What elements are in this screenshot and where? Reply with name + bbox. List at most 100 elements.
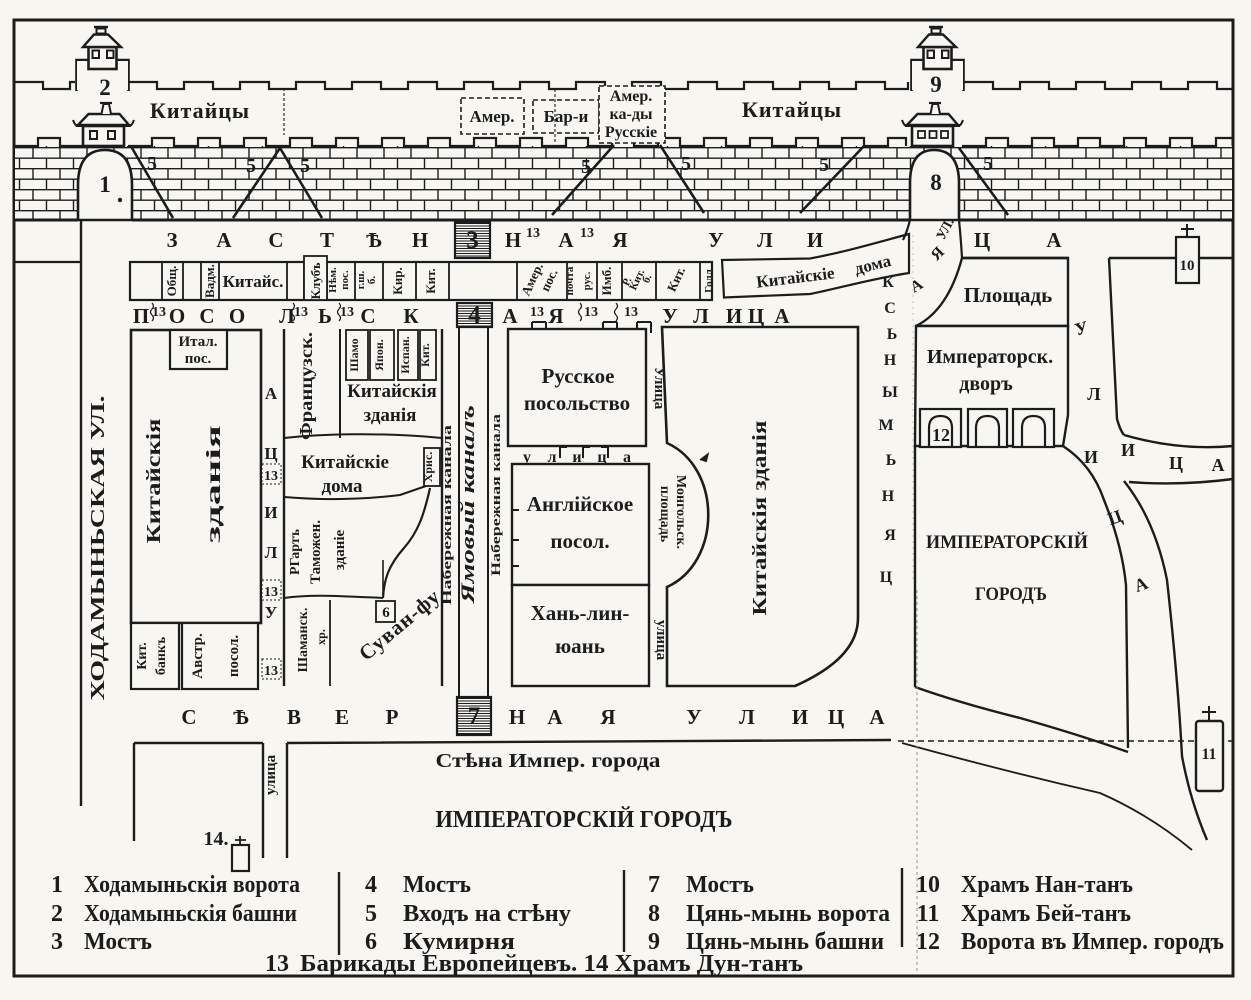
svg-text:14.: 14. [204,828,229,850]
svg-text:9: 9 [930,72,942,97]
svg-text:13: 13 [584,305,598,320]
svg-text:Кит.: Кит. [418,343,432,367]
svg-text:улица: улица [263,754,279,795]
svg-text:Ц: Ц [748,304,764,328]
svg-text:дворъ: дворъ [959,373,1013,395]
svg-text:Ц: Ц [880,569,893,586]
svg-text:Н: Н [882,488,895,505]
svg-text:С: С [199,304,214,328]
svg-text:Ц: Ц [828,705,844,729]
svg-text:Л: Л [693,304,709,328]
svg-text:Л: Л [265,543,278,562]
svg-text:К: К [882,274,894,291]
svg-text:Я: Я [884,527,896,544]
svg-text:и: и [572,449,581,466]
svg-text:Русскіе: Русскіе [605,124,657,141]
svg-text:банкъ: банкъ [154,637,169,675]
svg-text:Я: Я [600,705,615,729]
svg-text:И: И [792,705,808,729]
svg-text:Входъ на стѣну: Входъ на стѣну [403,901,571,927]
svg-text:А: А [1212,455,1225,475]
svg-text:10: 10 [1180,258,1195,274]
svg-text:С: С [268,228,283,252]
svg-text:13: 13 [264,585,278,600]
svg-text:5: 5 [365,901,377,927]
svg-text:У: У [265,603,278,622]
svg-text:8: 8 [930,170,942,195]
svg-text:Н: Н [505,228,521,252]
svg-text:А: А [265,384,278,403]
svg-text:ка-ды: ка-ды [610,106,653,123]
svg-text:Барикады Европейцевъ. 14 Храмъ: Барикады Европейцевъ. 14 Храмъ Дун-танъ [300,951,803,977]
svg-text:7: 7 [648,872,660,898]
svg-text:13: 13 [340,305,354,320]
svg-text:В: В [287,705,301,729]
svg-text:Япон.: Япон. [372,339,386,371]
svg-text:Мостъ: Мостъ [84,929,152,955]
svg-text:дома: дома [321,476,363,497]
svg-text:Ы: Ы [882,384,898,401]
svg-text:зданіе: зданіе [332,530,348,571]
svg-text:а: а [623,449,631,466]
svg-text:А: А [558,228,574,252]
svg-text:5: 5 [983,153,993,175]
svg-text:5: 5 [300,155,310,177]
svg-text:13: 13 [294,305,308,320]
svg-text:Французск.: Французск. [296,332,316,440]
svg-text:Ходамыньскія башни: Ходамыньскія башни [84,901,297,927]
svg-text:Имб.: Имб. [599,267,614,296]
svg-text:Клубъ: Клубъ [308,262,323,299]
svg-text:юань: юань [555,634,605,658]
svg-text:Итал.: Итал. [178,334,217,350]
svg-text:Ѣ: Ѣ [233,705,249,729]
svg-text:1: 1 [99,172,111,197]
svg-text:Испан.: Испан. [398,336,412,374]
svg-text:У: У [1072,317,1090,340]
svg-text:5: 5 [681,153,691,175]
svg-text:Таможен.: Таможен. [308,520,324,584]
svg-text:12: 12 [916,929,940,955]
svg-text:Голл: Голл [703,269,715,293]
svg-text:Монгольск.: Монгольск. [673,475,688,549]
svg-text:Л: Л [739,705,755,729]
svg-text:Цянь-мынь башни: Цянь-мынь башни [686,929,884,955]
svg-text:И: И [807,228,823,252]
svg-text:Хрис.: Хрис. [421,452,435,483]
svg-text:13: 13 [152,305,166,320]
svg-text:5: 5 [819,154,829,176]
svg-text:13: 13 [624,305,638,320]
svg-text:Улица: Улица [651,367,667,410]
svg-text:Ѣ: Ѣ [366,228,382,252]
svg-text:Бар-и: Бар-и [544,107,589,126]
svg-text:А: А [216,228,232,252]
svg-text:И: И [1121,440,1135,460]
svg-text:Н: Н [412,228,428,252]
svg-text:Храмъ Бей-танъ: Храмъ Бей-танъ [961,901,1131,927]
svg-text:Кит.: Кит. [423,268,438,294]
svg-text:10: 10 [916,872,940,898]
svg-text:Китайцы: Китайцы [150,98,250,123]
svg-text:13: 13 [264,469,278,484]
svg-text:улица: улица [653,620,669,661]
svg-text:А: А [547,705,563,729]
svg-text:зданія: зданія [364,405,417,426]
svg-text:Нѣм.: Нѣм. [327,267,339,293]
svg-text:1: 1 [51,872,63,898]
svg-text:Вадм.: Вадм. [202,264,217,298]
svg-text:Кит.: Кит. [135,642,150,670]
svg-text:9: 9 [648,929,660,955]
svg-text:пос.: пос. [339,270,351,290]
svg-text:Л: Л [279,304,295,328]
svg-text:ГОРОДЪ: ГОРОДЪ [975,584,1047,605]
svg-text:ИМПЕРАТОРСКІЙ: ИМПЕРАТОРСКІЙ [926,531,1088,553]
svg-text:С: С [884,300,896,317]
svg-text:А: А [869,705,885,729]
svg-text:У: У [686,705,701,729]
svg-text:Шаманск.: Шаманск. [296,608,311,673]
svg-text:Ц: Ц [974,228,990,252]
svg-text:Китайс.: Китайс. [223,272,284,291]
svg-text:Ь: Ь [886,452,897,469]
svg-text:5: 5 [246,155,256,177]
svg-text:6: 6 [365,929,377,955]
svg-text:Англійское: Англійское [527,492,633,516]
